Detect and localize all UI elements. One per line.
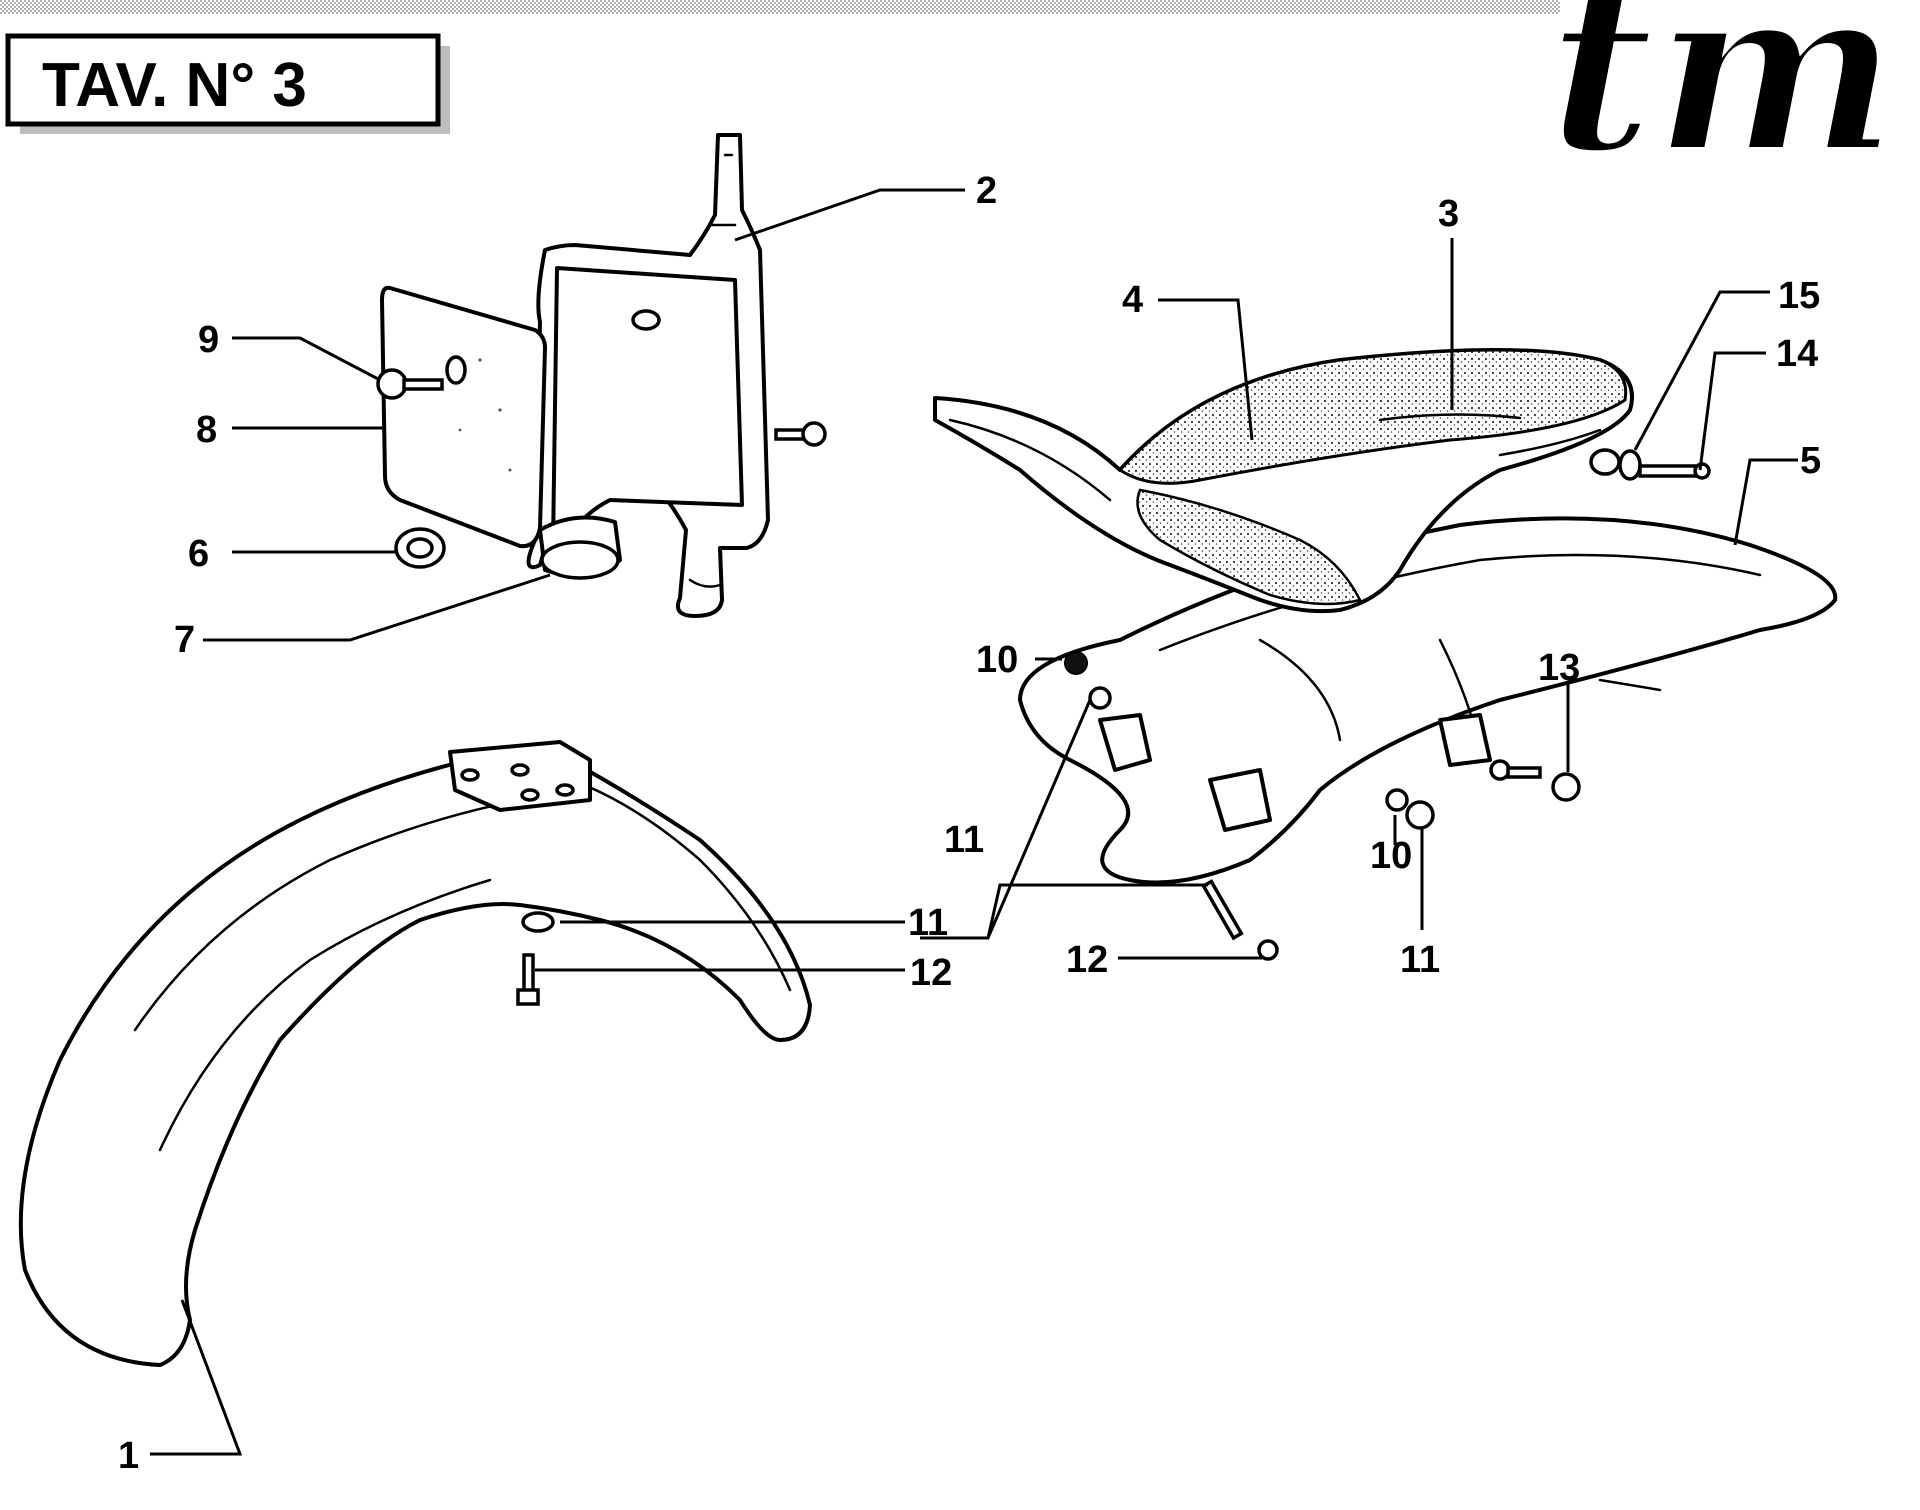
plate-title: TAV. N° 3 [42, 51, 307, 120]
leader-9 [232, 336, 381, 382]
callout-labels: 1 2 3 4 5 6 7 8 9 10 10 11 11 11 12 12 1… [118, 170, 1821, 1477]
callout-11b: 11 [908, 902, 948, 944]
top-halftone-band [0, 0, 1560, 14]
rear-bolt-lower [1201, 879, 1279, 961]
seat-rear-bolt [1589, 448, 1711, 481]
rear-nut-upper [1064, 651, 1112, 710]
tm-logo-text: tm [1548, 0, 1898, 205]
plate-title-box: TAV. N° 3 [5, 33, 450, 134]
leader-2 [734, 188, 965, 242]
part-9-screw [376, 355, 467, 400]
callout-13: 13 [1538, 647, 1580, 689]
leader-15 [1633, 290, 1770, 451]
callout-5: 5 [1800, 440, 1821, 482]
part-2-number-plate [526, 133, 770, 618]
callout-11c: 11 [1400, 939, 1440, 981]
callout-8: 8 [196, 409, 217, 451]
callout-3: 3 [1438, 193, 1459, 235]
part-5-rear-mudguard [1018, 516, 1838, 885]
leader-lines [150, 188, 1798, 1456]
leader-1 [150, 1299, 243, 1456]
front-mudguard-screw [516, 953, 540, 1006]
leader-5 [1733, 458, 1798, 546]
part-8-plate-panel [380, 285, 547, 549]
callout-11a: 11 [944, 819, 984, 861]
callout-1: 1 [118, 1435, 139, 1477]
part-3-seat [933, 348, 1634, 614]
part-1-front-mudguard [18, 740, 812, 1367]
callout-10a: 10 [976, 639, 1018, 681]
callout-6: 6 [188, 533, 209, 575]
callout-2: 2 [976, 170, 997, 212]
leader-14 [1698, 351, 1766, 471]
callout-14: 14 [1776, 333, 1818, 375]
part-7-clamp [538, 515, 622, 580]
plate-side-screw [774, 421, 827, 447]
rear-nut-lower [1385, 788, 1435, 830]
leader-11a [920, 699, 1208, 940]
callout-7: 7 [174, 619, 195, 661]
leader-4 [1158, 298, 1254, 441]
leader-7 [203, 573, 551, 642]
callout-12b: 12 [1066, 939, 1108, 981]
front-mudguard-washer [521, 911, 555, 933]
callout-10b: 10 [1370, 835, 1412, 877]
callout-12a: 12 [910, 952, 952, 994]
rear-bolt-13 [1489, 759, 1581, 802]
tm-logo: tm [1545, 0, 1901, 208]
part-6-hose-clamp [394, 527, 446, 569]
callout-15: 15 [1778, 275, 1820, 317]
callout-9: 9 [198, 319, 219, 361]
callout-4: 4 [1122, 279, 1143, 321]
